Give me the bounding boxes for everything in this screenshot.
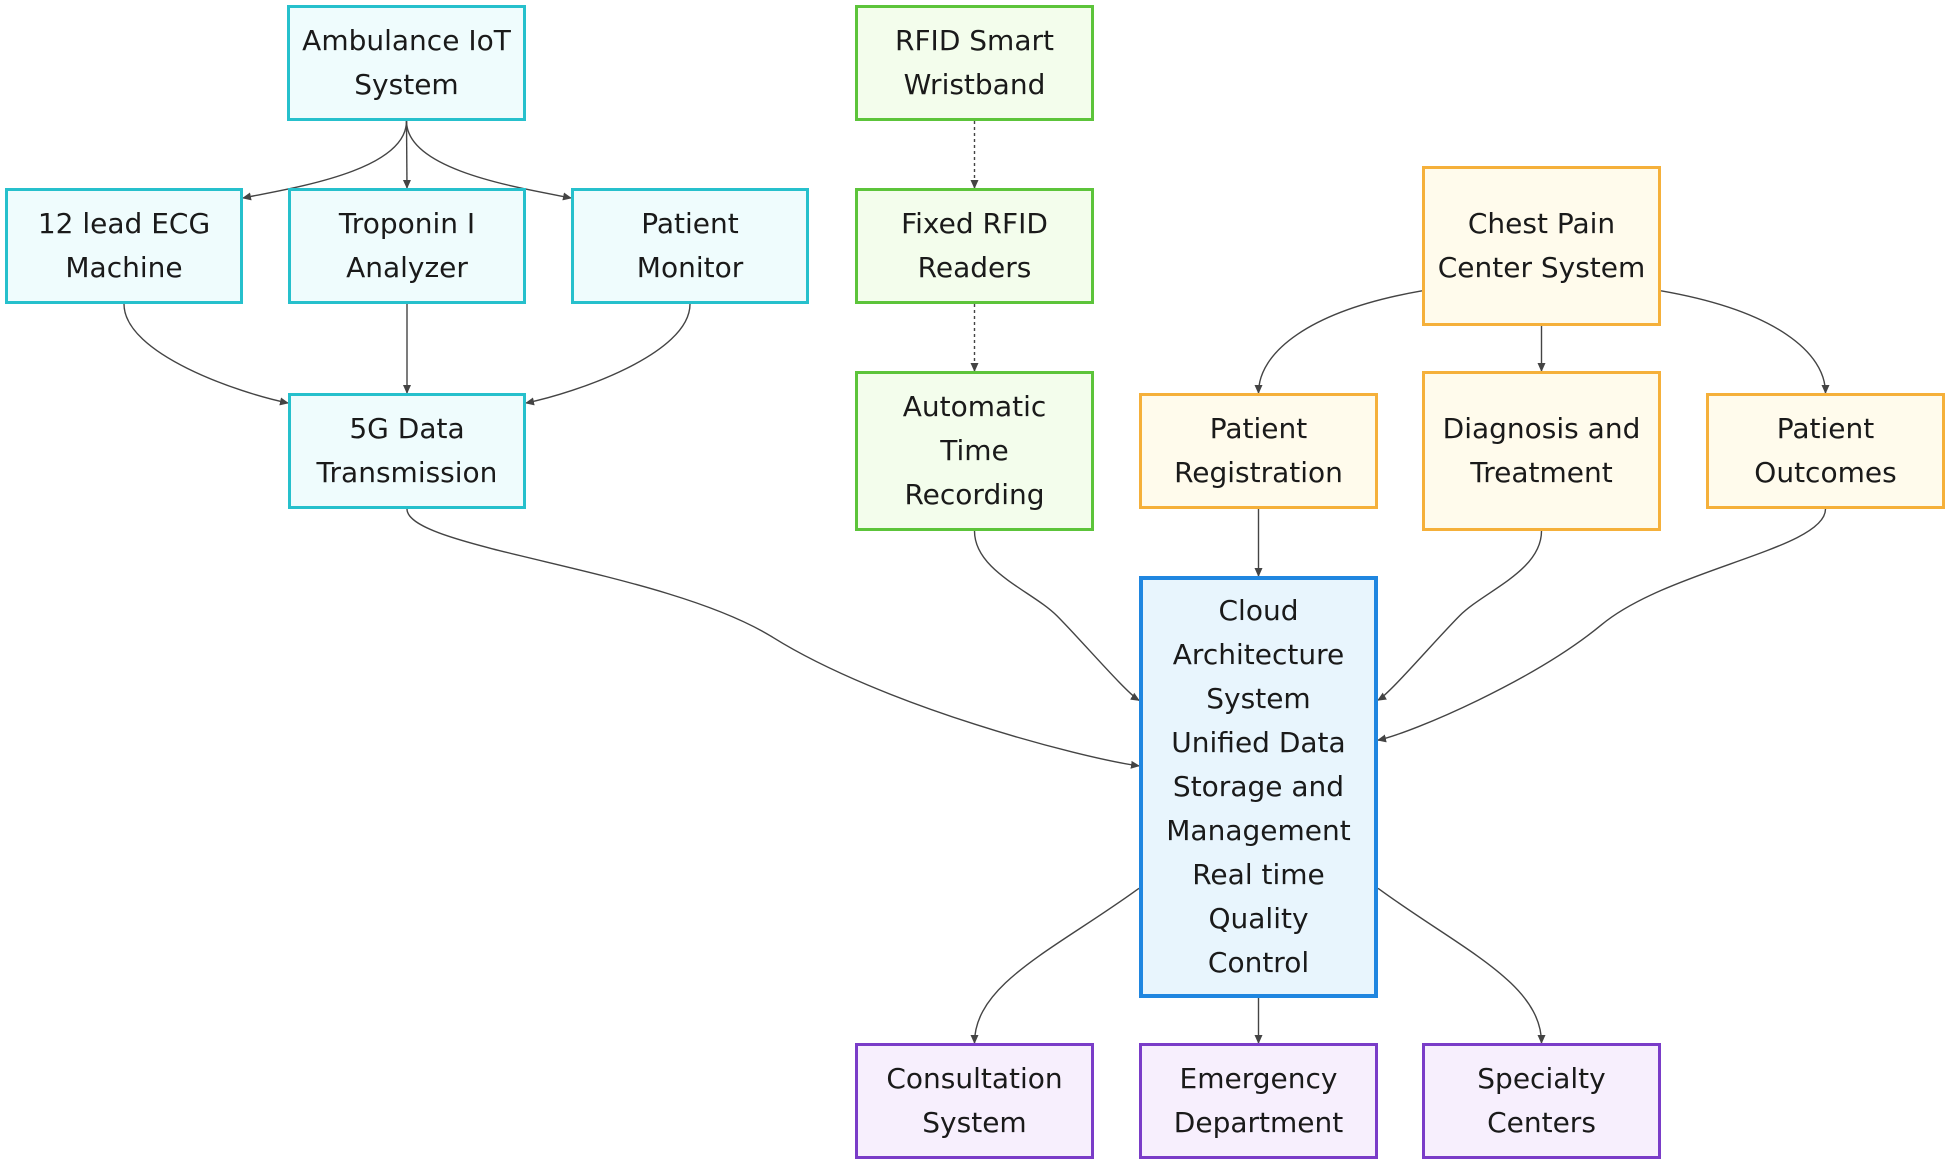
diagnosis-treatment-label: Diagnosis and Treatment [1442,412,1641,489]
emergency-department-label: Emergency Department [1173,1062,1344,1139]
edge-cloud-architecture-to-consultation-system [970,887,1140,1044]
data-transmission-5g-label: 5G Data Transmission [316,412,498,489]
patient-registration-node: Patient Registration [1139,393,1378,509]
automatic-time-recording-node: Automatic Time Recording [855,371,1094,531]
data-transmission-5g-node: 5G Data Transmission [288,393,526,509]
edge-ambulance-iot-to-troponin-analyzer [402,120,411,189]
chest-pain-center-label: Chest Pain Center System [1437,207,1646,284]
cloud-architecture-node: Cloud Architecture System Unified Data S… [1139,576,1378,998]
edge-ecg-machine-to-data-transmission-5g [123,303,289,406]
diagnosis-treatment-node: Diagnosis and Treatment [1422,371,1661,531]
edge-automatic-time-recording-to-cloud-architecture [973,530,1140,701]
patient-monitor-label: Patient Monitor [636,207,744,284]
fixed-rfid-readers-node: Fixed RFID Readers [855,188,1094,304]
patient-monitor-node: Patient Monitor [571,188,809,304]
ecg-machine-node: 12 lead ECG Machine [5,188,243,304]
edge-patient-monitor-to-data-transmission-5g [525,303,691,406]
consultation-system-node: Consultation System [855,1043,1094,1159]
patient-outcomes-label: Patient Outcomes [1754,412,1897,489]
edge-ambulance-iot-to-ecg-machine [242,120,408,201]
troponin-analyzer-node: Troponin I Analyzer [288,188,526,304]
edge-ambulance-iot-to-patient-monitor [405,120,572,201]
rfid-wristband-node: RFID Smart Wristband [855,5,1094,121]
specialty-centers-node: Specialty Centers [1422,1043,1661,1159]
ambulance-iot-label: Ambulance IoT System [302,24,511,101]
emergency-department-node: Emergency Department [1139,1043,1378,1159]
edge-diagnosis-treatment-to-cloud-architecture [1377,530,1543,701]
ambulance-iot-node: Ambulance IoT System [287,5,526,121]
cloud-architecture-label: Cloud Architecture System Unified Data S… [1166,594,1351,979]
patient-outcomes-node: Patient Outcomes [1706,393,1945,509]
edge-data-transmission-5g-to-cloud-architecture [406,508,1140,769]
edge-chest-pain-center-to-patient-registration [1254,290,1423,394]
chest-pain-center-node: Chest Pain Center System [1422,166,1661,326]
specialty-centers-label: Specialty Centers [1477,1062,1606,1139]
patient-registration-label: Patient Registration [1174,412,1343,489]
edge-chest-pain-center-to-patient-outcomes [1660,290,1830,394]
edge-patient-outcomes-to-cloud-architecture [1377,508,1827,743]
automatic-time-recording-label: Automatic Time Recording [902,390,1047,511]
ecg-machine-label: 12 lead ECG Machine [37,207,211,284]
fixed-rfid-readers-label: Fixed RFID Readers [901,207,1048,284]
consultation-system-label: Consultation System [886,1062,1063,1139]
edge-cloud-architecture-to-specialty-centers [1377,887,1546,1044]
troponin-analyzer-label: Troponin I Analyzer [338,207,476,284]
rfid-wristband-label: RFID Smart Wristband [895,24,1054,101]
